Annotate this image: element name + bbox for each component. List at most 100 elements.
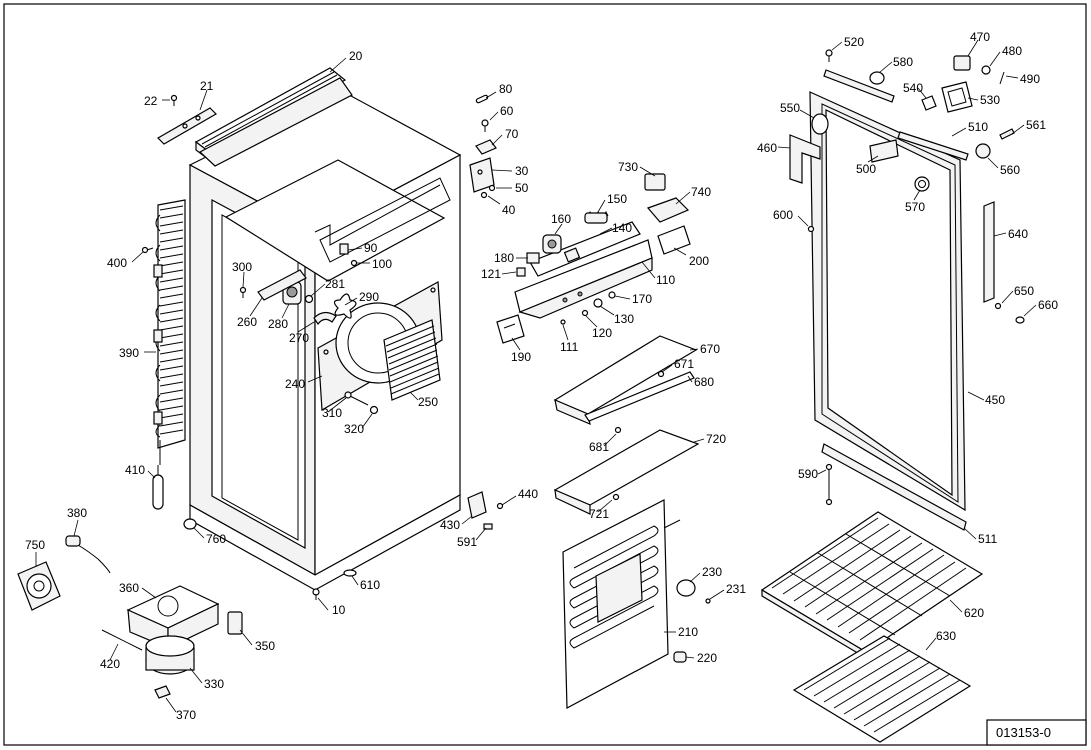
part-550-cap [811,113,829,135]
label-20: 20 [349,49,363,63]
label-80: 80 [499,82,513,96]
label-600: 600 [773,208,793,222]
label-320: 320 [344,422,364,436]
label-760: 760 [206,532,226,546]
part-410-drier [152,465,164,510]
label-370: 370 [176,708,196,722]
label-380: 380 [67,506,87,520]
part-510-rail [897,131,969,161]
part-120-knob [581,309,589,317]
label-720: 720 [706,432,726,446]
part-511-bottom-rail [821,443,967,531]
drawing-code: 013153-0 [996,725,1051,740]
part-430-bracket [467,491,487,519]
part-600-screw [807,225,815,233]
part-370-rubber-foot [154,685,171,699]
label-130: 130 [614,312,634,326]
part-350-relay [227,611,243,635]
label-330: 330 [204,677,224,691]
part-671-screw [657,370,665,378]
part-250-fan-grille [383,319,441,401]
part-380-power-cord [65,535,111,574]
part-640-hinge [983,201,995,303]
label-511: 511 [978,532,997,546]
label-300: 300 [232,260,252,274]
part-390-condenser [153,199,186,465]
part-110-control-housing [514,239,653,319]
label-220: 220 [697,651,717,665]
label-730: 730 [618,160,638,174]
label-350: 350 [255,639,275,653]
label-410: 410 [125,463,145,477]
label-280: 280 [268,317,288,331]
label-620: 620 [964,606,984,620]
label-30: 30 [515,164,529,178]
part-680-strip [584,371,695,422]
label-400: 400 [107,256,127,270]
part-660-plug [1015,316,1025,324]
part-281-washer [304,294,314,304]
label-70: 70 [505,127,519,141]
label-540: 540 [903,81,923,95]
label-530: 530 [980,93,1000,107]
label-430: 430 [440,518,460,532]
label-170: 170 [632,292,652,306]
label-681: 681 [589,440,609,454]
label-90: 90 [364,241,378,255]
label-560: 560 [1000,163,1020,177]
part-121-connector [516,267,526,277]
label-750: 750 [25,538,45,552]
part-650-screw [994,302,1002,310]
label-480: 480 [1002,44,1022,58]
part-440-screw [496,502,504,510]
part-330-compressor [145,635,195,675]
label-121: 121 [481,267,501,281]
label-500: 500 [856,162,876,176]
label-640: 640 [1008,227,1028,241]
label-660: 660 [1038,298,1058,312]
part-760-foot [183,518,197,530]
label-670: 670 [700,342,720,356]
part-721-screw [612,493,620,501]
label-550: 550 [780,101,800,115]
part-260-motor-bracket [257,269,307,301]
part-450-door-frame [809,91,966,512]
part-720-trim-strip [553,429,700,515]
part-740-bracket [646,197,690,223]
part-21-top-hinge [157,107,217,145]
label-50: 50 [515,181,529,195]
label-290: 290 [359,290,379,304]
leader-lines [35,39,1037,713]
part-300-screw [239,286,247,298]
part-140-control-panel [529,221,641,277]
part-630-wire-shelf [792,635,972,743]
label-390: 390 [119,346,139,360]
label-231: 231 [726,582,746,596]
label-180: 180 [494,251,514,265]
part-50-screw [488,184,496,192]
label-240: 240 [285,377,305,391]
part-20-top-grille [194,67,353,167]
part-231-screw [705,598,711,604]
part-labels: 20 21 22 80 60 70 30 50 40 730 740 150 1… [25,30,1058,722]
part-40-screw [480,191,488,199]
part-420-pipe [101,629,143,651]
label-140: 140 [612,221,632,235]
label-200: 200 [689,254,709,268]
label-60: 60 [500,104,514,118]
label-270: 270 [289,331,309,345]
part-681-screw [614,426,622,434]
part-620-wire-shelf [760,511,984,660]
part-70-bushing [475,139,497,155]
label-570: 570 [905,200,925,214]
part-470-connector [953,55,971,71]
label-420: 420 [100,657,120,671]
part-130-knob [593,298,603,308]
label-250: 250 [418,395,438,409]
label-160: 160 [551,212,571,226]
part-730-switch [644,173,666,191]
part-560-lock [975,143,991,159]
part-170-screw [608,291,616,299]
part-60-screw [481,119,489,132]
